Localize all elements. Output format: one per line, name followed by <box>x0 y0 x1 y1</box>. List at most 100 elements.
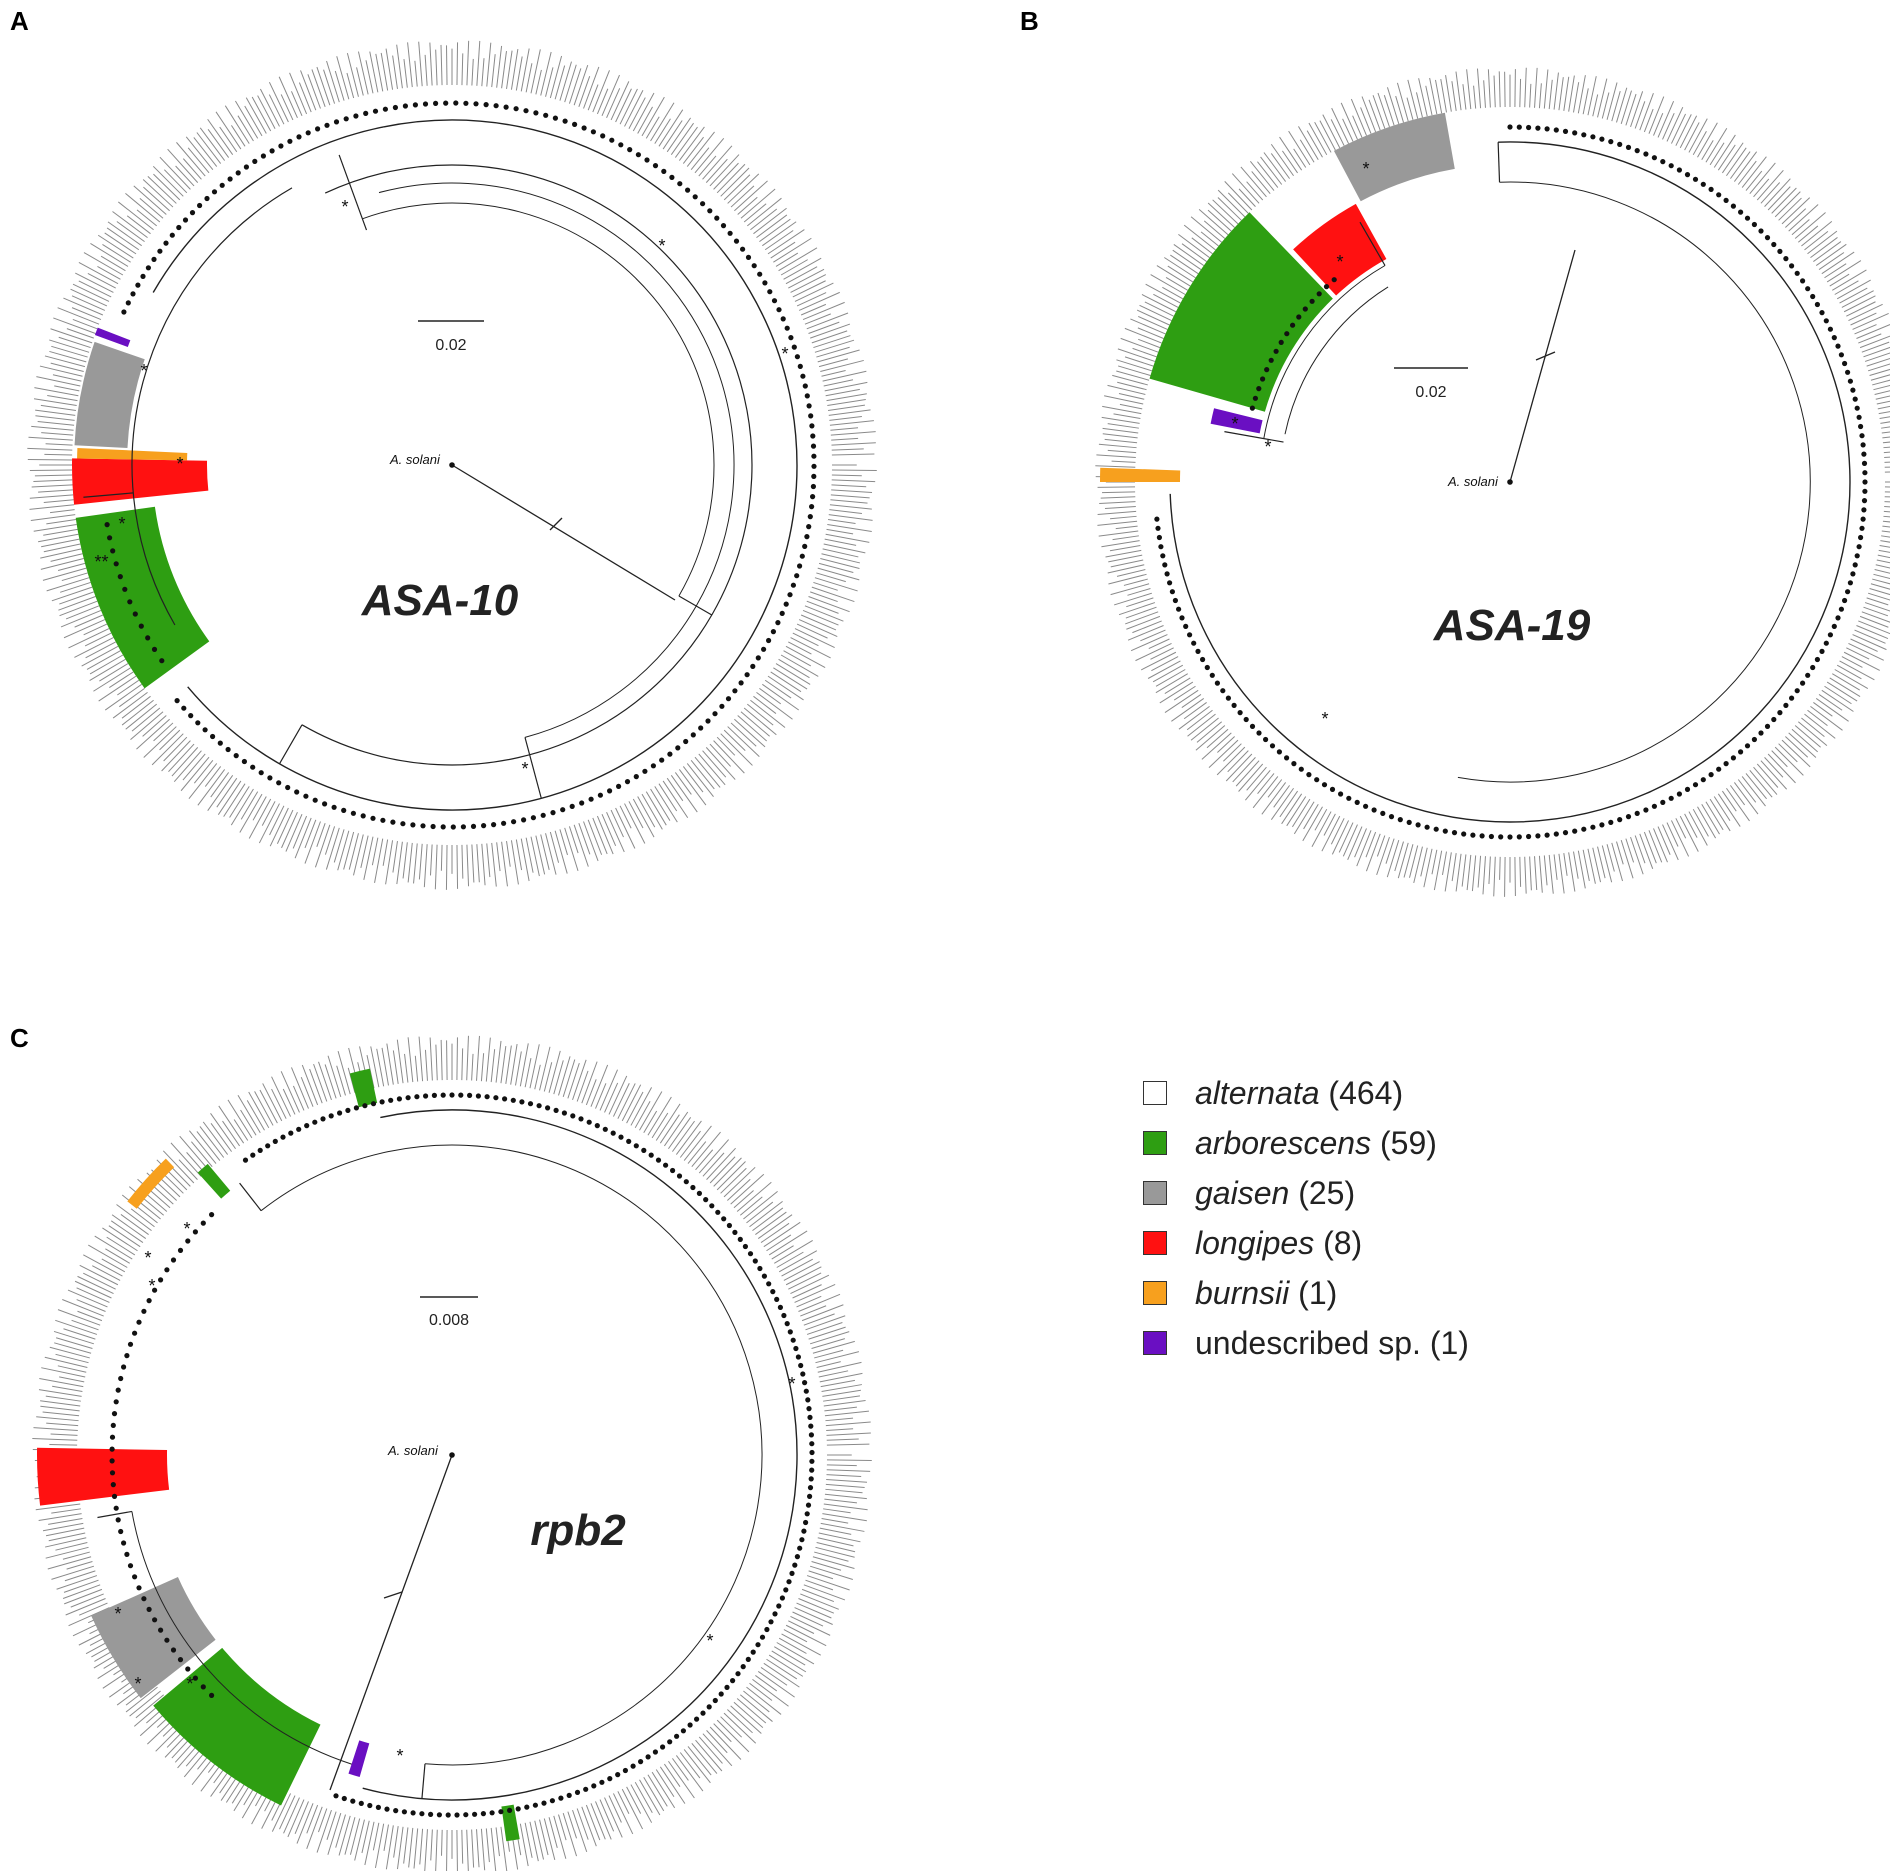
tip-label <box>760 1666 788 1686</box>
tip-label <box>624 803 646 844</box>
tip-label <box>374 1823 385 1869</box>
tip-label <box>749 1200 783 1228</box>
tip-label <box>596 815 614 855</box>
tip-label <box>1701 804 1720 835</box>
tip-node <box>660 1744 666 1750</box>
tip-label <box>743 1190 778 1220</box>
tip-node <box>185 1238 191 1244</box>
tip-label <box>1813 702 1833 717</box>
tip-label <box>61 572 88 582</box>
tip-label <box>306 1804 319 1834</box>
tip-label <box>65 605 100 620</box>
tip-node <box>115 1387 121 1393</box>
tip-label <box>583 66 600 109</box>
tip-node <box>797 363 803 369</box>
tip-label <box>690 147 710 170</box>
tip-node <box>1859 525 1865 531</box>
tip-node <box>252 158 258 164</box>
tip-label <box>796 1602 832 1619</box>
tip-label <box>1859 615 1889 628</box>
tip-node <box>1321 782 1328 788</box>
tip-label <box>54 1342 92 1354</box>
tip-label <box>62 1551 90 1560</box>
tip-node <box>784 1321 790 1327</box>
tip-label <box>430 1829 433 1861</box>
tip-node <box>1845 589 1851 595</box>
tip-node <box>1526 833 1532 840</box>
tip-label <box>562 1059 576 1098</box>
tip-label <box>81 645 119 667</box>
tip-node <box>367 1802 373 1809</box>
tip-label <box>1257 161 1279 188</box>
tip-label <box>823 543 866 554</box>
tip-node <box>1800 680 1806 686</box>
tip-label <box>125 193 161 223</box>
tip-label <box>805 1579 834 1591</box>
tip-node <box>343 116 349 122</box>
tip-node <box>1252 395 1258 401</box>
tip-node <box>1856 544 1862 550</box>
tip-label <box>662 780 689 819</box>
tip-label <box>1461 854 1467 887</box>
tip-label <box>1587 848 1596 884</box>
tip-node <box>675 745 681 751</box>
tip-node <box>423 1093 429 1099</box>
clade-undescribed <box>94 327 131 348</box>
tip-label <box>634 1781 653 1813</box>
tip-node <box>803 1519 809 1526</box>
tip-label <box>1856 324 1890 339</box>
tip-label <box>47 394 78 402</box>
tip-label <box>820 359 864 372</box>
tip-label <box>28 436 73 441</box>
tip-label <box>621 1788 644 1830</box>
tip-label <box>234 100 259 139</box>
tip-node <box>1744 743 1751 749</box>
tip-label <box>1721 142 1744 174</box>
tip-label <box>1815 698 1849 722</box>
tip-label <box>180 756 210 792</box>
tip-label <box>216 777 238 808</box>
tip-node <box>767 289 773 295</box>
tip-node <box>1738 209 1744 215</box>
tip-label <box>773 237 812 263</box>
tip-label <box>185 136 214 170</box>
tip-node <box>750 663 756 670</box>
tip-node <box>353 1105 359 1111</box>
legend-swatch <box>1143 1281 1167 1305</box>
tip-node <box>195 720 201 726</box>
tip-label <box>1322 114 1341 149</box>
tip-label <box>191 1141 213 1168</box>
tip-label <box>1733 151 1758 182</box>
outgroup-label-c: A. solani <box>387 1443 439 1458</box>
tip-label <box>814 577 858 592</box>
tip-node <box>127 1563 134 1569</box>
tip-node <box>463 100 469 106</box>
tip-label <box>824 1410 869 1417</box>
tip-node <box>630 1763 636 1769</box>
tip-label <box>1198 209 1229 236</box>
support-star: * <box>341 197 348 217</box>
tip-label <box>1098 443 1137 449</box>
tip-label <box>1138 338 1161 349</box>
tip-node <box>810 443 817 449</box>
tip-node <box>602 1126 608 1132</box>
tip-label <box>543 1062 553 1092</box>
tip-label <box>1834 280 1859 295</box>
tip-node <box>770 1289 776 1295</box>
tip-label <box>776 1251 804 1268</box>
species-legend: alternata (464)arborescens (59)gaisen (2… <box>1143 1068 1469 1368</box>
tip-label <box>1462 84 1467 110</box>
tip-label <box>1818 693 1843 711</box>
tip-node <box>151 256 157 262</box>
tip-node <box>1723 761 1729 767</box>
tip-node <box>269 148 275 154</box>
tip-node <box>806 524 812 530</box>
tip-label <box>1252 776 1279 809</box>
tip-node <box>799 553 805 559</box>
tip-node <box>1625 144 1632 150</box>
tip-node <box>667 751 673 757</box>
tip-label <box>1397 842 1409 879</box>
tip-label <box>823 1400 866 1407</box>
tip-label <box>604 1082 619 1113</box>
panel-letter-b: B <box>1020 6 1039 36</box>
